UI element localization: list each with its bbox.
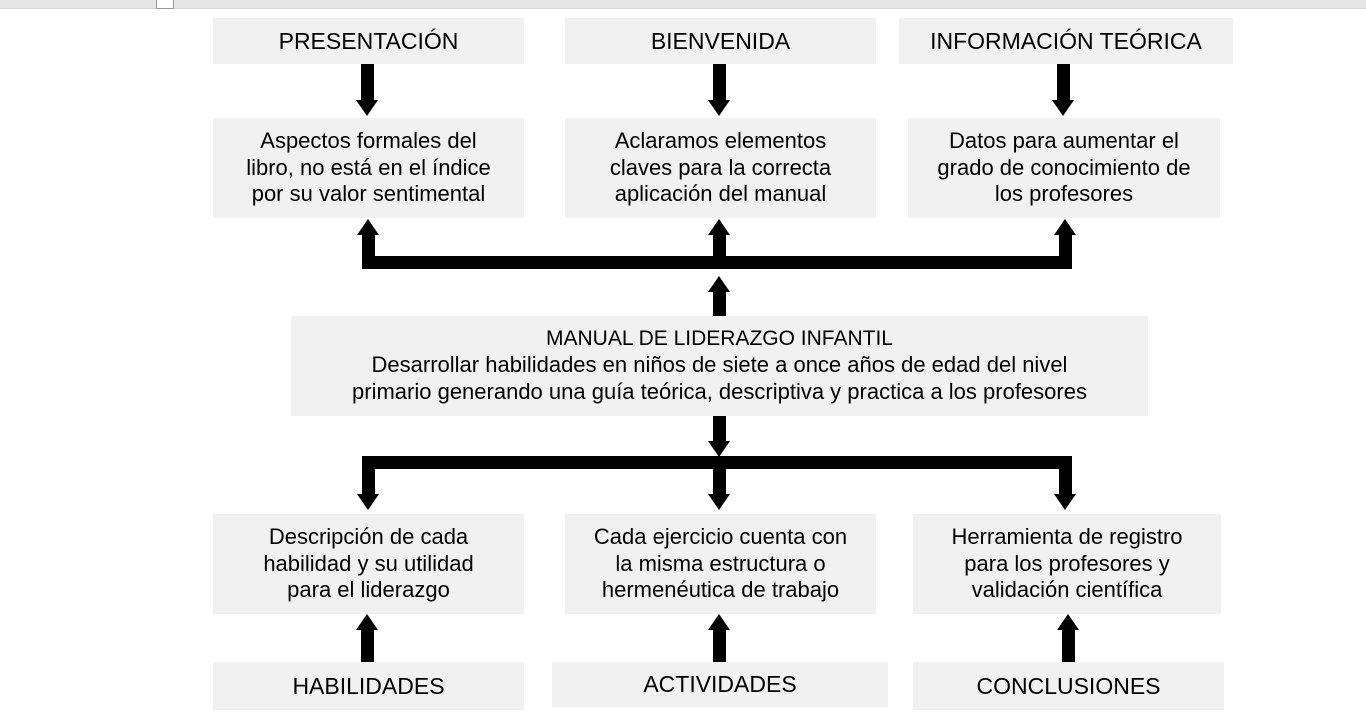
node-cada-ejercicio[interactable]: Cada ejercicio cuenta con la misma estru… <box>565 514 876 614</box>
node-cada-ejercicio-label: Cada ejercicio cuenta con la misma estru… <box>593 523 848 603</box>
arrow-head-presentacion-down <box>356 100 378 116</box>
arrow-shaft-bienvenida-down <box>713 64 726 102</box>
arrow-head-bus-to-aspectos-up <box>357 219 379 235</box>
arrow-shaft-bus-to-aspectos-up <box>362 235 375 260</box>
arrow-shaft-presentacion-down <box>361 64 374 102</box>
top-toolbar-strip <box>0 0 1366 9</box>
node-actividades[interactable]: ACTIVIDADES <box>552 662 888 707</box>
node-datos-conocimiento[interactable]: Datos para aumentar el grado de conocimi… <box>908 118 1220 218</box>
node-habilidades-label: HABILIDADES <box>292 672 445 699</box>
arrow-head-conclusiones-up <box>1057 614 1079 630</box>
arrow-head-bus-to-herramienta-down <box>1054 494 1076 510</box>
node-conclusiones-label: CONCLUSIONES <box>976 672 1161 699</box>
arrow-shaft-central-to-bus-up <box>713 292 726 316</box>
arrow-shaft-conclusiones-up <box>1062 630 1075 663</box>
central-text-wrapper: MANUAL DE LIDERAZGO INFANTIL Desarrollar… <box>346 326 1093 405</box>
arrow-shaft-bus-to-ejercicio-down <box>713 466 726 496</box>
arrow-head-bus-to-descripcion-down <box>357 494 379 510</box>
ruler-tab-handle[interactable] <box>156 0 174 9</box>
node-herramienta-registro-label: Herramienta de registro para los profeso… <box>951 523 1183 603</box>
arrow-shaft-bus-to-datos-up <box>1059 235 1072 260</box>
arrow-shaft-bus-to-descripcion-down <box>362 466 375 496</box>
arrow-shaft-actividades-up <box>713 630 726 663</box>
node-aclaramos-elementos-label: Aclaramos elementos claves para la corre… <box>609 127 832 207</box>
connector-bus-lower-horizontal <box>362 456 1072 469</box>
arrow-head-actividades-up <box>708 614 730 630</box>
node-aspectos-formales-label: Aspectos formales del libro, no está en … <box>246 127 491 207</box>
arrow-shaft-central-to-lower-bus-down <box>713 416 726 444</box>
node-presentacion-label: PRESENTACIÓN <box>278 27 459 54</box>
arrow-shaft-bus-to-aclaramos-up <box>713 235 726 260</box>
arrow-head-informacion-down <box>1052 100 1074 116</box>
node-datos-conocimiento-label: Datos para aumentar el grado de conocimi… <box>937 127 1191 207</box>
node-informacion-teorica-label: INFORMACIÓN TEÓRICA <box>930 27 1202 54</box>
arrow-shaft-habilidades-up <box>361 630 374 663</box>
node-conclusiones[interactable]: CONCLUSIONES <box>913 662 1224 710</box>
node-bienvenida[interactable]: BIENVENIDA <box>565 18 876 64</box>
arrow-head-bienvenida-down <box>708 100 730 116</box>
node-habilidades[interactable]: HABILIDADES <box>213 662 524 710</box>
node-manual-liderazgo-infantil[interactable]: MANUAL DE LIDERAZGO INFANTIL Desarrollar… <box>291 316 1148 416</box>
node-descripcion-habilidad[interactable]: Descripción de cada habilidad y su utili… <box>213 514 524 614</box>
arrow-head-central-to-lower-bus-down <box>708 441 730 457</box>
arrow-head-habilidades-up <box>356 614 378 630</box>
arrow-shaft-bus-to-herramienta-down <box>1059 466 1072 496</box>
arrow-head-bus-to-aclaramos-up <box>708 219 730 235</box>
connector-bus-upper-horizontal <box>362 256 1072 269</box>
node-aspectos-formales[interactable]: Aspectos formales del libro, no está en … <box>213 118 524 218</box>
node-aclaramos-elementos[interactable]: Aclaramos elementos claves para la corre… <box>565 118 876 218</box>
central-title: MANUAL DE LIDERAZGO INFANTIL <box>546 327 893 351</box>
node-bienvenida-label: BIENVENIDA <box>650 27 791 54</box>
node-informacion-teorica[interactable]: INFORMACIÓN TEÓRICA <box>899 18 1233 64</box>
node-presentacion[interactable]: PRESENTACIÓN <box>213 18 524 64</box>
node-herramienta-registro[interactable]: Herramienta de registro para los profeso… <box>913 514 1221 614</box>
arrow-head-bus-to-ejercicio-down <box>708 494 730 510</box>
central-body: Desarrollar habilidades en niños de siet… <box>352 351 1087 404</box>
arrow-shaft-informacion-down <box>1057 64 1070 102</box>
node-actividades-label: ACTIVIDADES <box>643 671 797 698</box>
node-descripcion-habilidad-label: Descripción de cada habilidad y su utili… <box>263 523 474 603</box>
arrow-head-bus-to-datos-up <box>1054 219 1076 235</box>
arrow-head-central-to-bus-up <box>708 276 730 292</box>
